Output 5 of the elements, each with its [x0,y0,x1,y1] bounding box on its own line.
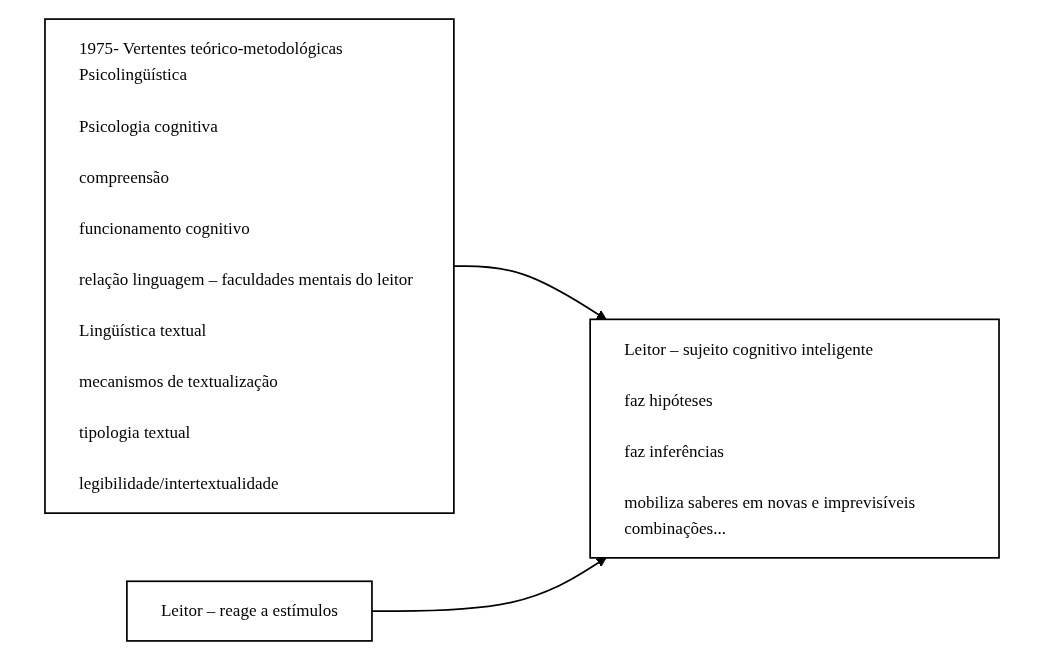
node-box: Leitor – sujeito cognitivo inteligente faz hipóteses faz inferências mobiliza saberes em novas e imprevisíveis combinações... [589,318,1000,559]
arrow [371,556,607,612]
arrow [453,264,607,320]
node-box: 1975- Vertentes teórico-metodológicas Psicolingüística Psicologia cognitiva compreensão funcionamento cognitivo relação linguagem – faculdades mentais do leitor Lingüística textual mecanismos de textualização tipologia textual legibilidade/intertextualidade [44,17,455,514]
node-box: Leitor – reage a estímulos [126,579,373,642]
